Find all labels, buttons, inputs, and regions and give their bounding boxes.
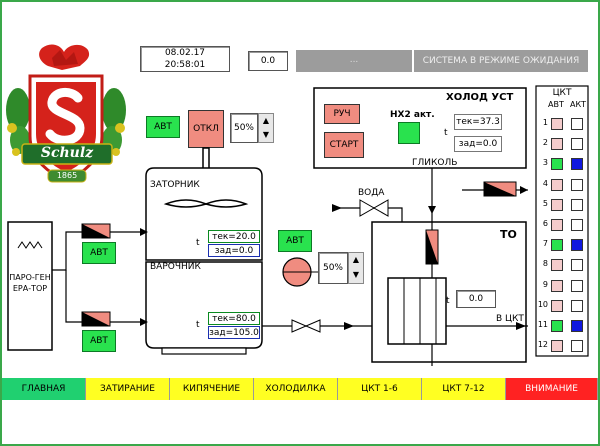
- ckt-auto-indicator[interactable]: [551, 158, 563, 170]
- pump-speed-up-icon[interactable]: ▲: [352, 255, 360, 264]
- ckt-auto-indicator[interactable]: [551, 259, 563, 271]
- header-value-field: 0.0: [248, 51, 288, 71]
- ckt-active-indicator: [571, 300, 583, 312]
- nav-item[interactable]: КИПЯЧЕНИЕ: [170, 378, 254, 400]
- hx-temp-symbol: t: [446, 296, 450, 306]
- datetime-display: 08.02.17 20:58:01: [140, 46, 230, 72]
- ckt-auto-indicator[interactable]: [551, 118, 563, 130]
- header-message-field: ...: [296, 50, 412, 72]
- nav-item[interactable]: ГЛАВНАЯ: [2, 378, 86, 400]
- steam-generator-label: ПАРО-ГЕНЕРА-ТОР: [8, 272, 52, 294]
- glycol-label: ГЛИКОЛЬ: [412, 158, 458, 168]
- stirrer-speed-stepper[interactable]: ▲ ▼: [258, 113, 274, 143]
- ckt-row-number: 4: [542, 179, 548, 188]
- ckt-row-number: 12: [537, 340, 548, 349]
- ckt-active-indicator: [571, 340, 583, 352]
- system-status-bar: СИСТЕМА В РЕЖИМЕ ОЖИДАНИЯ: [414, 50, 588, 72]
- time-text: 20:58:01: [164, 60, 206, 70]
- ckt-row-number: 3: [542, 158, 548, 167]
- boiler-temp-current: тек=80.0: [208, 312, 260, 325]
- ckt-auto-indicator[interactable]: [551, 340, 563, 352]
- mash-temp-current: тек=20.0: [208, 230, 260, 243]
- ckt-row-number: 11: [537, 320, 548, 329]
- heat-exchanger-label: ТО: [500, 228, 517, 241]
- ckt-title: ЦКТ: [552, 88, 572, 98]
- ckt-active-indicator: [571, 280, 583, 292]
- ckt-auto-indicator[interactable]: [551, 239, 563, 251]
- boiler-label: ВАРОЧНИК: [150, 262, 201, 272]
- mash-temp-setpoint: зад=0.0: [208, 244, 260, 257]
- hx2-active-indicator: [398, 122, 420, 144]
- ckt-row-number: 1: [542, 118, 548, 127]
- ckt-active-indicator: [571, 259, 583, 271]
- ckt-row-number: 2: [542, 138, 548, 147]
- steam-bottom-auto-button[interactable]: АВТ: [82, 330, 116, 352]
- stirrer-speed-down-icon[interactable]: ▼: [262, 130, 270, 139]
- pump-speed-stepper[interactable]: ▲ ▼: [348, 252, 364, 284]
- date-text: 08.02.17: [164, 48, 206, 58]
- logo-year-text: 1865: [56, 171, 78, 180]
- ckt-active-indicator: [571, 118, 583, 130]
- nav-item[interactable]: ВНИМАНИЕ: [506, 378, 598, 400]
- nav-item[interactable]: ХОЛОДИЛКА: [254, 378, 338, 400]
- ckt-active-indicator: [571, 320, 583, 332]
- logo-brand-text: Schulz: [40, 145, 94, 161]
- ckt-row-number: 6: [542, 219, 548, 228]
- ckt-auto-indicator[interactable]: [551, 300, 563, 312]
- ckt-row-number: 7: [542, 239, 548, 248]
- ckt-active-indicator: [571, 239, 583, 251]
- hx2-active-label: НХ2 акт.: [390, 110, 435, 120]
- stirrer-speed-up-icon[interactable]: ▲: [262, 116, 270, 125]
- nav-item[interactable]: ЗАТИРАНИЕ: [86, 378, 170, 400]
- ckt-active-indicator: [571, 179, 583, 191]
- pump-speed-field: 50%: [318, 252, 348, 284]
- ckt-auto-indicator[interactable]: [551, 280, 563, 292]
- ckt-active-indicator: [571, 199, 583, 211]
- ckt-col-akt: АКТ: [570, 100, 587, 109]
- ckt-auto-indicator[interactable]: [551, 320, 563, 332]
- boiler-temp-symbol: t: [196, 320, 200, 330]
- to-ckt-label: В ЦКТ: [496, 314, 524, 324]
- ckt-row-number: 10: [537, 300, 548, 309]
- stirrer-speed-field: 50%: [230, 113, 258, 143]
- schulz-logo: Schulz 1865: [2, 40, 132, 188]
- mash-stirrer-off-button[interactable]: ОТКЛ: [188, 110, 224, 148]
- ckt-row-number: 5: [542, 199, 548, 208]
- ckt-auto-indicator[interactable]: [551, 138, 563, 150]
- ckt-auto-indicator[interactable]: [551, 199, 563, 211]
- nav-item[interactable]: ЦКТ 7-12: [422, 378, 506, 400]
- pump-speed-down-icon[interactable]: ▼: [352, 270, 360, 279]
- cold-manual-button[interactable]: РУЧ: [324, 104, 360, 124]
- ckt-row-number: 8: [542, 259, 548, 268]
- pump-auto-button[interactable]: АВТ: [278, 230, 312, 252]
- mash-auto-button[interactable]: АВТ: [146, 116, 180, 138]
- boiler-temp-setpoint: зад=105.0: [208, 326, 260, 339]
- ckt-active-indicator: [571, 158, 583, 170]
- cold-temp-current: тек=37.3: [454, 114, 502, 130]
- cold-temp-setpoint: зад=0.0: [454, 136, 502, 152]
- steam-generator-text: ПАРО-ГЕНЕРА-ТОР: [9, 273, 51, 293]
- ckt-auto-indicator[interactable]: [551, 219, 563, 231]
- nav-item[interactable]: ЦКТ 1-6: [338, 378, 422, 400]
- ckt-active-indicator: [571, 138, 583, 150]
- cold-unit-title: ХОЛОД УСТ: [446, 92, 514, 103]
- ckt-row-number: 9: [542, 280, 548, 289]
- cold-start-button[interactable]: СТАРТ: [324, 132, 364, 158]
- cold-temp-symbol: t: [444, 128, 448, 138]
- hx-temp-value: 0.0: [456, 290, 496, 308]
- steam-top-auto-button[interactable]: АВТ: [82, 242, 116, 264]
- mash-tun-label: ЗАТОРНИК: [150, 180, 200, 190]
- ckt-active-indicator: [571, 219, 583, 231]
- water-label: ВОДА: [358, 188, 385, 198]
- mash-temp-symbol: t: [196, 238, 200, 248]
- ckt-auto-indicator[interactable]: [551, 179, 563, 191]
- ckt-col-auto: АВТ: [548, 100, 564, 109]
